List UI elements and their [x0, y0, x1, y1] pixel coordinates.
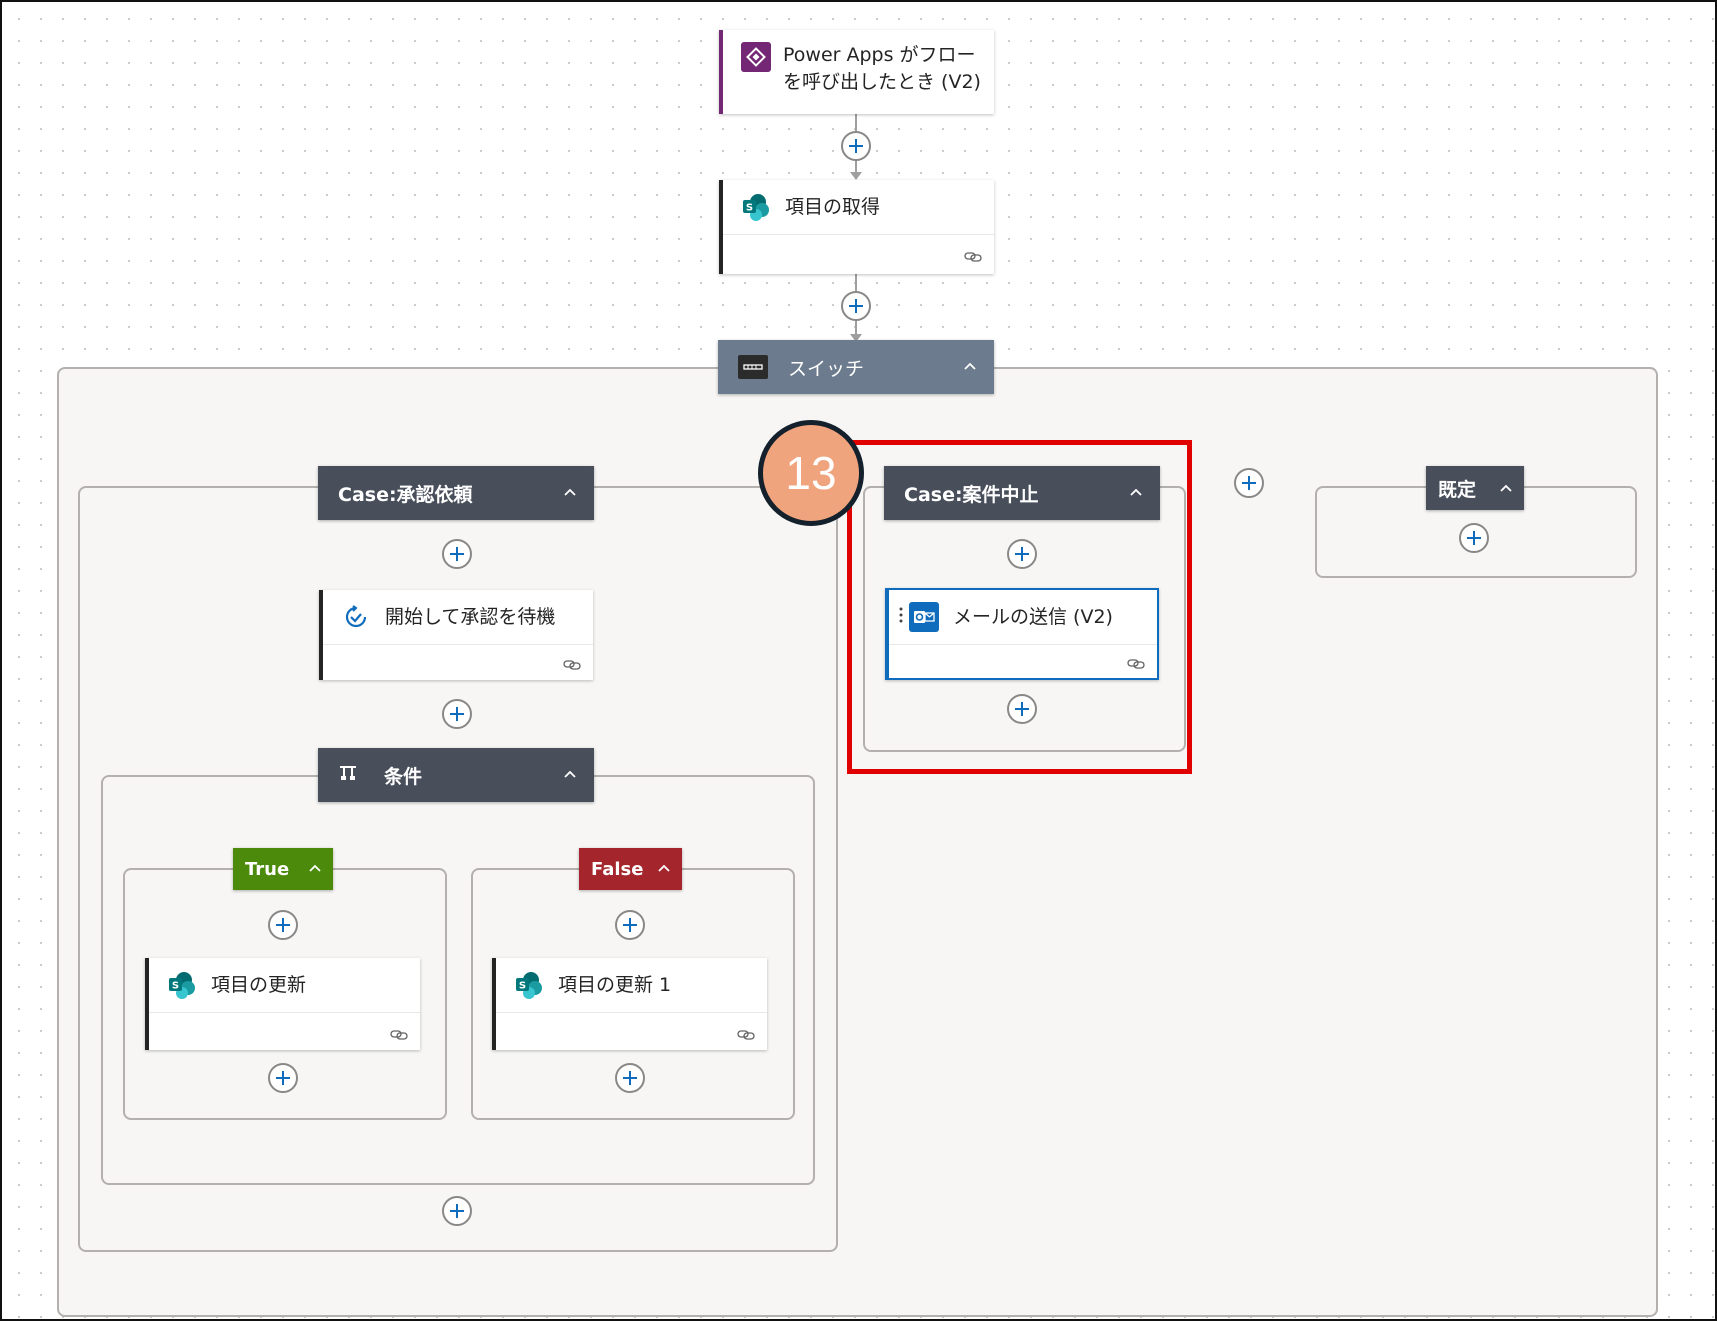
false-update-item-title: 項目の更新 1: [558, 974, 672, 996]
svg-text:S: S: [519, 981, 526, 992]
chevron-up-icon[interactable]: [1128, 483, 1144, 505]
insert-step-button[interactable]: [615, 1063, 645, 1093]
link-icon: [390, 1026, 408, 1045]
default-case-title: 既定: [1438, 478, 1477, 501]
insert-step-button[interactable]: [268, 1063, 298, 1093]
insert-step-button[interactable]: [442, 699, 472, 729]
chevron-up-icon[interactable]: [562, 483, 578, 505]
sharepoint-icon: S: [741, 192, 771, 222]
insert-step-button[interactable]: [442, 539, 472, 569]
trigger-title-line1: Power Apps がフロー: [783, 44, 976, 66]
svg-text:S: S: [172, 981, 179, 992]
drag-handle-icon[interactable]: [899, 607, 905, 627]
false-branch-header[interactable]: False: [579, 848, 682, 890]
condition-title: 条件: [384, 765, 423, 788]
switch-icon: [738, 355, 768, 379]
step-number: 13: [785, 447, 837, 499]
switch-header[interactable]: スイッチ: [718, 340, 994, 394]
sharepoint-icon: S: [167, 970, 197, 1000]
send-email-card[interactable]: メールの送信 (V2): [885, 588, 1159, 680]
condition-header[interactable]: 条件: [318, 748, 594, 802]
highlight-box: [847, 440, 1192, 774]
link-icon: [964, 248, 982, 267]
sharepoint-icon: S: [514, 970, 544, 1000]
insert-step-button[interactable]: [1007, 694, 1037, 724]
outlook-icon: [909, 602, 939, 632]
case-cancel-header[interactable]: Case:案件中止: [884, 466, 1160, 520]
true-update-item-title: 項目の更新: [211, 974, 307, 996]
get-item-title: 項目の取得: [785, 196, 881, 218]
case-approval-title: Case:承認依頼: [338, 483, 473, 506]
default-case-header[interactable]: 既定: [1426, 466, 1524, 510]
svg-text:S: S: [746, 203, 753, 214]
trigger-card[interactable]: Power Apps がフロー を呼び出したとき (V2): [719, 30, 994, 114]
step-number-badge: 13: [758, 420, 864, 526]
insert-step-button[interactable]: [1459, 523, 1489, 553]
approval-icon: [341, 602, 371, 632]
insert-step-button[interactable]: [615, 910, 645, 940]
case-approval-header[interactable]: Case:承認依頼: [318, 466, 594, 520]
true-branch-header[interactable]: True: [233, 848, 333, 890]
approval-title: 開始して承認を待機: [385, 606, 556, 628]
chevron-up-icon[interactable]: [562, 765, 578, 787]
chevron-up-icon[interactable]: [307, 860, 323, 881]
link-icon: [563, 656, 581, 675]
insert-step-button[interactable]: [841, 291, 871, 321]
send-email-title: メールの送信 (V2): [953, 606, 1113, 628]
chevron-up-icon[interactable]: [1498, 479, 1514, 501]
link-icon: [1127, 655, 1145, 674]
case-cancel-title: Case:案件中止: [904, 483, 1039, 506]
power-apps-icon: [741, 42, 771, 72]
condition-icon: [338, 764, 358, 787]
true-update-item-card[interactable]: S 項目の更新: [145, 958, 420, 1050]
false-label: False: [591, 858, 644, 880]
chevron-up-icon[interactable]: [656, 860, 672, 881]
get-item-card[interactable]: S 項目の取得: [719, 180, 994, 274]
insert-step-button[interactable]: [841, 131, 871, 161]
link-icon: [737, 1026, 755, 1045]
switch-title: スイッチ: [788, 357, 865, 380]
false-update-item-card[interactable]: S 項目の更新 1: [492, 958, 767, 1050]
add-case-button[interactable]: [1234, 468, 1264, 498]
insert-step-button[interactable]: [442, 1196, 472, 1226]
true-label: True: [245, 858, 290, 880]
chevron-up-icon[interactable]: [962, 357, 978, 379]
insert-step-button[interactable]: [1007, 539, 1037, 569]
trigger-title-line2: を呼び出したとき (V2): [783, 71, 981, 93]
approval-card[interactable]: 開始して承認を待機: [319, 590, 593, 680]
insert-step-button[interactable]: [268, 910, 298, 940]
